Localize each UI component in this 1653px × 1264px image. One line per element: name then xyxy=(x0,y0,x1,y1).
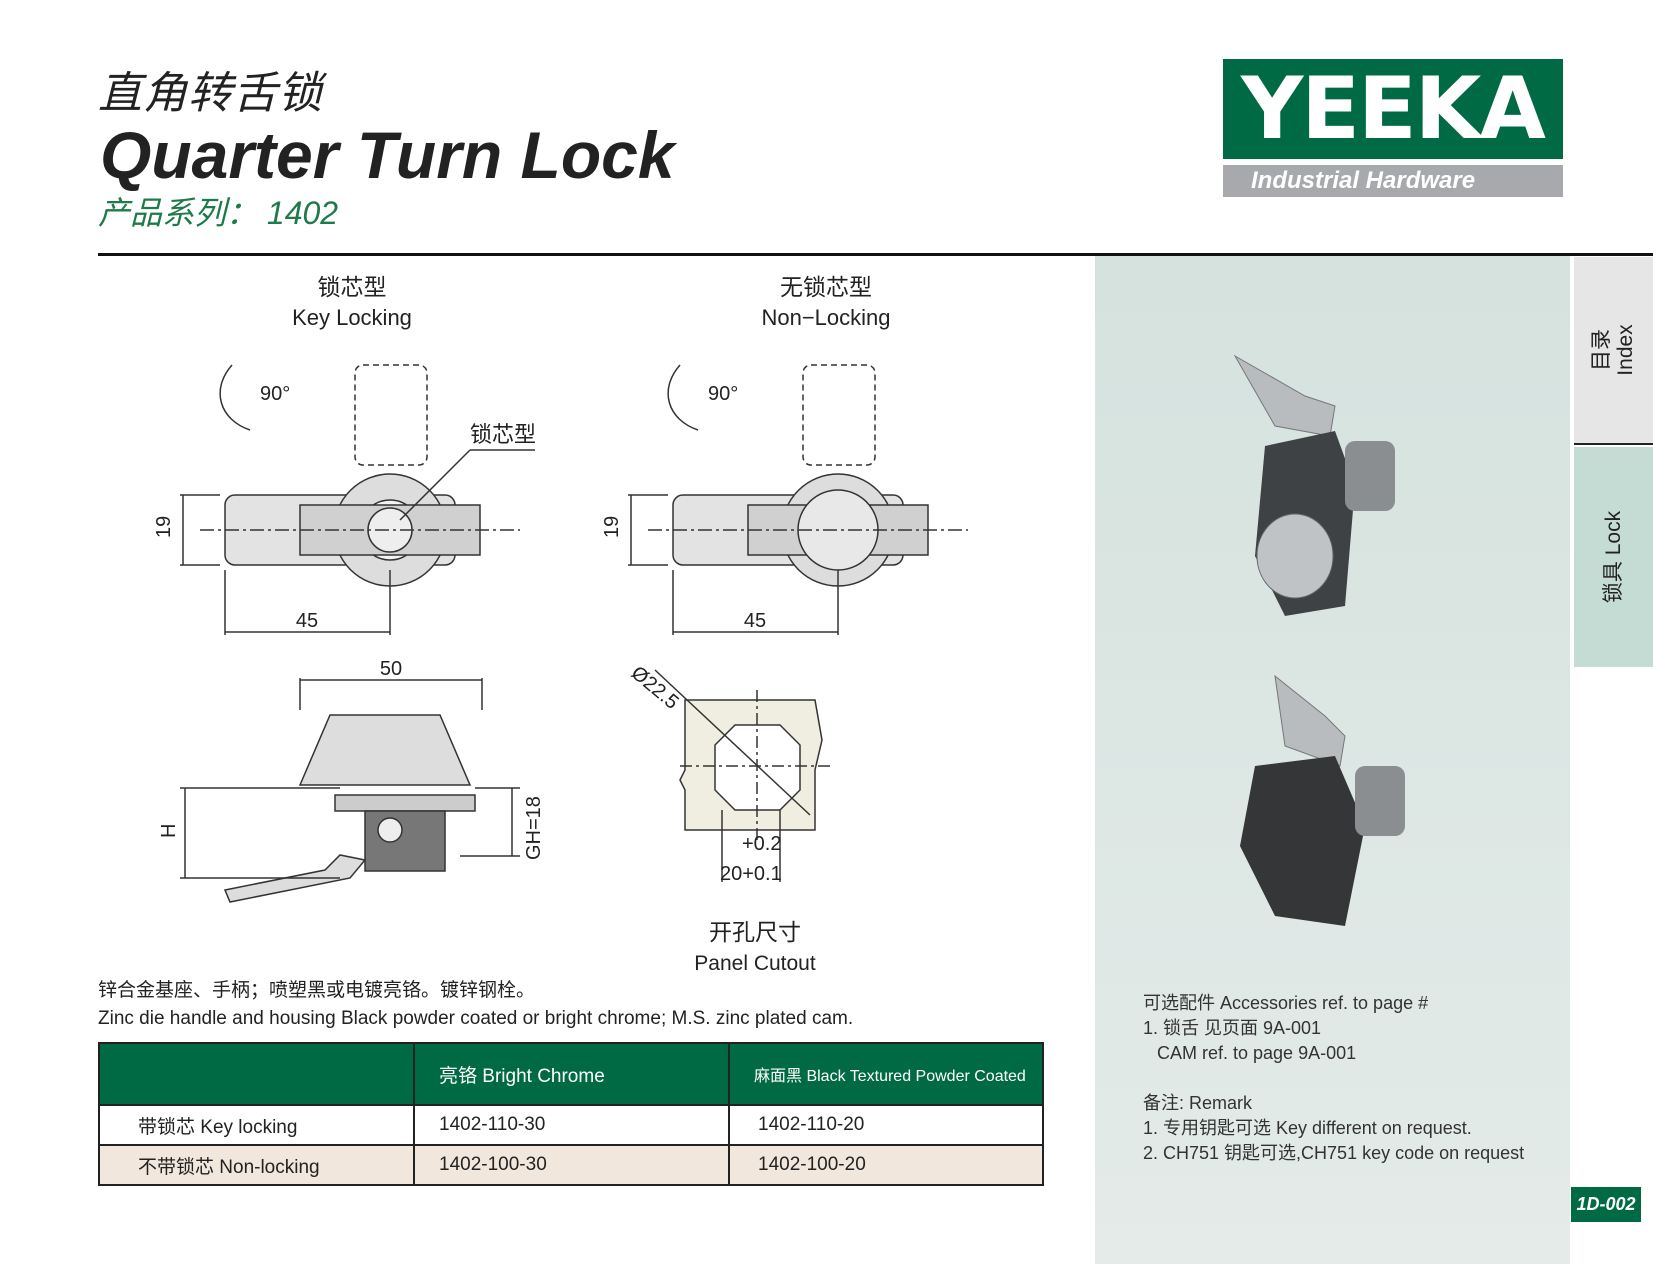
rotation-angle: 90° xyxy=(260,383,290,405)
remark-item: 1. 专用钥匙可选 Key different on request. xyxy=(1143,1118,1472,1138)
non-locking-front-view xyxy=(628,364,968,635)
accessories-title: 可选配件 Accessories ref. to page # xyxy=(1143,993,1429,1013)
table-cell: 不带锁芯 Non-locking xyxy=(98,1144,415,1186)
table-cell: 1402-100-30 xyxy=(413,1144,730,1186)
table-row: 不带锁芯 Non-locking 1402-100-30 1402-100-20 xyxy=(98,1144,1044,1186)
cutout-label-en: Panel Cutout xyxy=(694,952,816,975)
cutout-label-cn: 开孔尺寸 xyxy=(709,919,801,945)
table-cell: 带锁芯 Key locking xyxy=(98,1104,415,1146)
part-number-table: 亮铬 Bright Chrome 麻面黑 Black Textured Powd… xyxy=(98,1042,1044,1186)
dim-side-width: 50 xyxy=(380,658,402,680)
dim-height: 19 xyxy=(153,516,175,538)
logo-tagline: Industrial Hardware xyxy=(1223,165,1563,197)
table-cell: 1402-110-20 xyxy=(728,1104,1044,1146)
lock-core-callout: 锁芯型 xyxy=(470,422,536,447)
page-number: 1D-002 xyxy=(1571,1187,1641,1222)
tab-label-cn: 目录 xyxy=(1589,329,1613,371)
table-header: 麻面黑 Black Textured Powder Coated xyxy=(728,1042,1044,1106)
table-cell: 1402-100-20 xyxy=(728,1144,1044,1186)
logo-wordmark: YEEKA xyxy=(1223,59,1563,159)
dim-gh: GH=18 xyxy=(523,796,545,860)
table-row: 带锁芯 Key locking 1402-110-30 1402-110-20 xyxy=(98,1104,1044,1146)
brand-logo: YEEKA Industrial Hardware xyxy=(1223,59,1563,197)
non-locking-label-cn: 无锁芯型 xyxy=(780,274,872,300)
accessories-section: 可选配件 Accessories ref. to page # 1. 锁舌 见页… xyxy=(1143,991,1524,1166)
technical-drawings: 锁芯型 Key Locking 90° 锁芯型 19 45 无锁芯型 Non−L… xyxy=(153,274,968,975)
accessories-item-cn: 1. 锁舌 见页面 9A-001 xyxy=(1143,1018,1322,1038)
dim-width: 45 xyxy=(744,610,766,632)
rotation-angle: 90° xyxy=(708,383,738,405)
key-locking-label-cn: 锁芯型 xyxy=(318,274,387,300)
dim-cutout-width: 20+0.1 xyxy=(720,863,782,885)
title-chinese: 直角转舌锁 xyxy=(98,69,323,118)
dim-tolerance: +0.2 xyxy=(742,833,781,855)
key-locking-front-view xyxy=(180,364,535,635)
description-en: Zinc die handle and housing Black powder… xyxy=(98,1008,854,1029)
product-photos xyxy=(1233,354,1405,926)
key-locking-photo xyxy=(1233,354,1395,616)
table-cell: 1402-110-30 xyxy=(413,1104,730,1146)
remark-title: 备注: Remark xyxy=(1143,1093,1253,1113)
key-locking-label-en: Key Locking xyxy=(292,305,412,330)
product-photo-panel: 可选配件 Accessories ref. to page # 1. 锁舌 见页… xyxy=(1095,256,1570,1264)
tab-label-en: Lock xyxy=(1601,510,1625,556)
accessories-item-en: CAM ref. to page 9A-001 xyxy=(1157,1043,1357,1063)
non-locking-photo xyxy=(1240,674,1405,926)
remark-item: 2. CH751 钥匙可选,CH751 key code on request xyxy=(1143,1143,1525,1163)
tab-lock[interactable]: 锁具 Lock xyxy=(1574,447,1653,667)
description-cn: 锌合金基座、手柄；喷塑黑或电镀亮铬。镀锌钢栓。 xyxy=(98,980,536,1001)
header-divider xyxy=(98,253,1653,256)
table-header: 亮铬 Bright Chrome xyxy=(413,1042,730,1106)
dim-height: 19 xyxy=(601,516,623,538)
non-locking-label-en: Non−Locking xyxy=(761,305,890,330)
side-view xyxy=(180,678,520,903)
tab-label-cn: 锁具 xyxy=(1601,561,1625,604)
panel-cutout-view xyxy=(654,669,830,882)
dim-width: 45 xyxy=(296,610,318,632)
page-title: Quarter Turn Lock xyxy=(100,118,675,192)
product-series: 产品系列： 1402 xyxy=(98,195,339,231)
tab-label-en: Index xyxy=(1613,324,1637,376)
table-header xyxy=(98,1042,415,1106)
table-header-row: 亮铬 Bright Chrome 麻面黑 Black Textured Powd… xyxy=(98,1042,1044,1106)
dim-h: H xyxy=(158,824,180,838)
